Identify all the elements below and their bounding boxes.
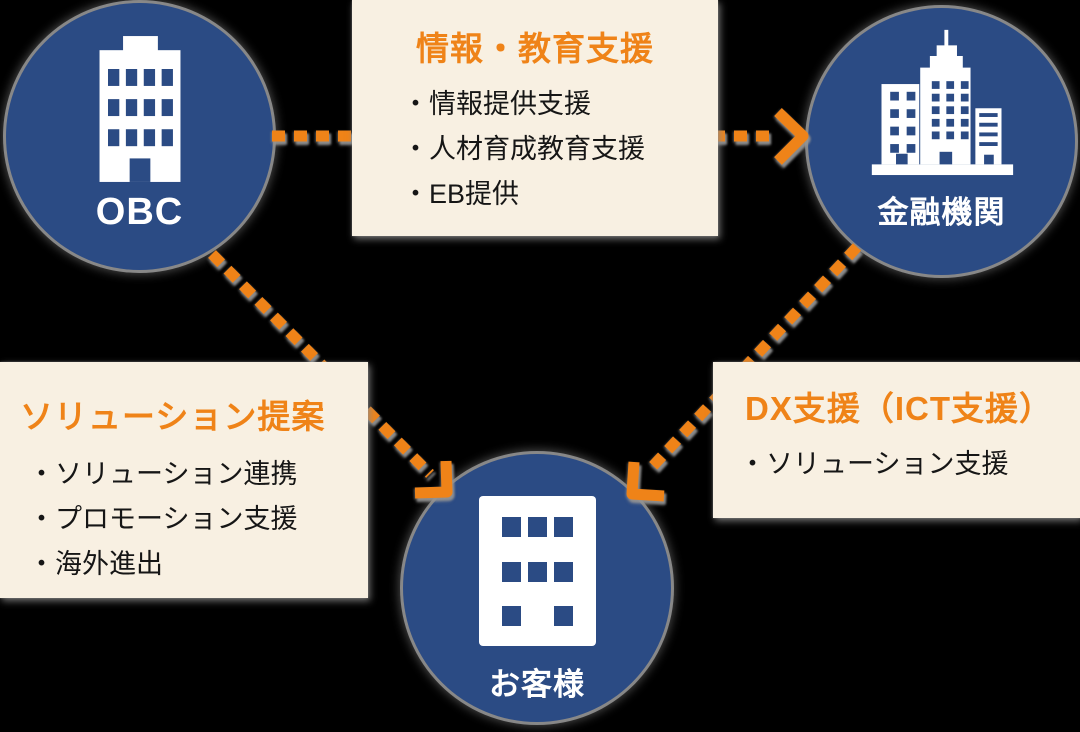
- node-customer-label: お客様: [489, 667, 585, 702]
- node-financial: 金融機関: [808, 8, 1075, 275]
- arrow-down-right-head-icon: [414, 460, 453, 499]
- arrow-down-left-head-icon: [626, 461, 665, 502]
- box-dx-support-title: DX支援（ICT支援）: [745, 390, 1053, 427]
- box-dx-support: DX支援（ICT支援） ・ソリューション支援: [713, 362, 1080, 518]
- box-info-education: 情報・教育支援 ・情報提供支援 ・人材育成教育支援 ・EB提供: [352, 0, 718, 236]
- arrow-financial-to-customer-line: [648, 243, 862, 470]
- city-buildings-icon: [871, 29, 1014, 176]
- box-solution-proposal-title: ソリューション提案: [20, 398, 326, 435]
- list-item: ・プロモーション支援: [28, 504, 298, 534]
- box-solution-proposal: ソリューション提案 ・ソリューション連携 ・プロモーション支援 ・海外進出: [0, 362, 368, 598]
- node-obc-label: OBC: [95, 191, 184, 233]
- customer-building-icon: [478, 496, 596, 646]
- box-info-education-list: ・情報提供支援 ・人材育成教育支援 ・EB提供: [402, 82, 718, 217]
- arrow-right-head-icon: [774, 108, 809, 165]
- box-info-education-title: 情報・教育支援: [416, 30, 654, 67]
- arrow-financial-to-customer: [626, 243, 862, 502]
- list-item: ・海外進出: [28, 549, 163, 579]
- list-item: ・人材育成教育支援: [402, 134, 645, 164]
- office-building-icon: [99, 36, 180, 182]
- list-item: ・情報提供支援: [402, 89, 591, 119]
- box-dx-support-list: ・ソリューション支援: [739, 442, 1080, 487]
- box-solution-proposal-list: ・ソリューション連携 ・プロモーション支援 ・海外進出: [28, 452, 368, 587]
- list-item: ・EB提供: [402, 179, 520, 209]
- list-item: ・ソリューション支援: [739, 449, 1009, 479]
- node-obc: OBC: [6, 3, 273, 270]
- node-customer: お客様: [403, 454, 671, 722]
- list-item: ・ソリューション連携: [28, 459, 298, 489]
- node-financial-label: 金融機関: [877, 195, 1006, 230]
